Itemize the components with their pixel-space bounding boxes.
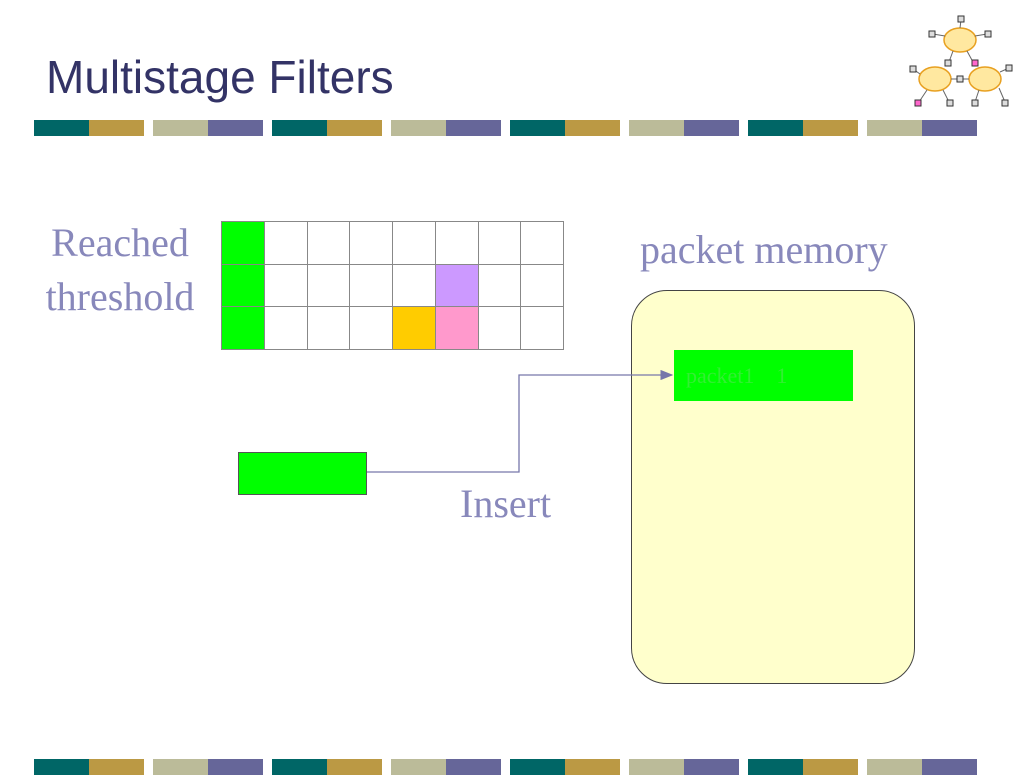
grid-cell-filled [222,222,265,265]
insert-label: Insert [460,481,552,526]
bar-segment [629,120,684,136]
grid-cell-filled [222,307,265,350]
grid-cell [478,222,522,265]
grid-cell [264,307,308,350]
grid-cell-filled [222,264,265,308]
grid-cell [521,264,564,308]
grid-cell [350,307,393,350]
grid-cell [307,222,351,265]
grid-cell [264,264,308,308]
grid-cell [521,222,564,265]
bar-segment [922,120,977,136]
reached-threshold-label: Reached threshold [45,220,195,319]
grid-cell [307,307,351,350]
incoming-packet [238,452,367,495]
filter-counter-grid [221,221,564,350]
grid-cell [393,264,436,308]
packet-memory-label: packet memory [640,227,888,272]
bar-segment [446,120,501,136]
grid-cell [478,264,522,308]
grid-cell [350,264,393,308]
bar-segment [510,120,565,136]
grid-cell [393,222,436,265]
bar-segment [89,120,144,136]
bar-segment [867,120,922,136]
slide-title: Multistage Filters [46,51,394,103]
grid-cell [350,222,393,265]
bar-segment [391,120,446,136]
bar-segment [34,120,89,136]
bar-segment [208,120,263,136]
grid-cell [435,222,479,265]
decorative-bar-top [34,120,984,136]
bar-segment [803,120,858,136]
grid-cell [307,264,351,308]
grid-cell-filled [393,307,436,350]
bar-segment [748,120,803,136]
grid-cell [478,307,522,350]
grid-cell-filled [435,264,479,308]
bar-segment [684,120,739,136]
bar-segment [153,120,208,136]
grid-cell [521,307,564,350]
bar-segment [272,120,327,136]
grid-cell [264,222,308,265]
bar-segment [565,120,620,136]
packet-entry-name: packet1 [686,363,755,388]
packet-entry-count: 1 [776,363,788,388]
network-clouds-icon [905,14,1017,110]
packet-memory-entry: packet1 1 [674,350,853,401]
grid-cell-filled [435,307,479,350]
bar-segment [327,120,382,136]
